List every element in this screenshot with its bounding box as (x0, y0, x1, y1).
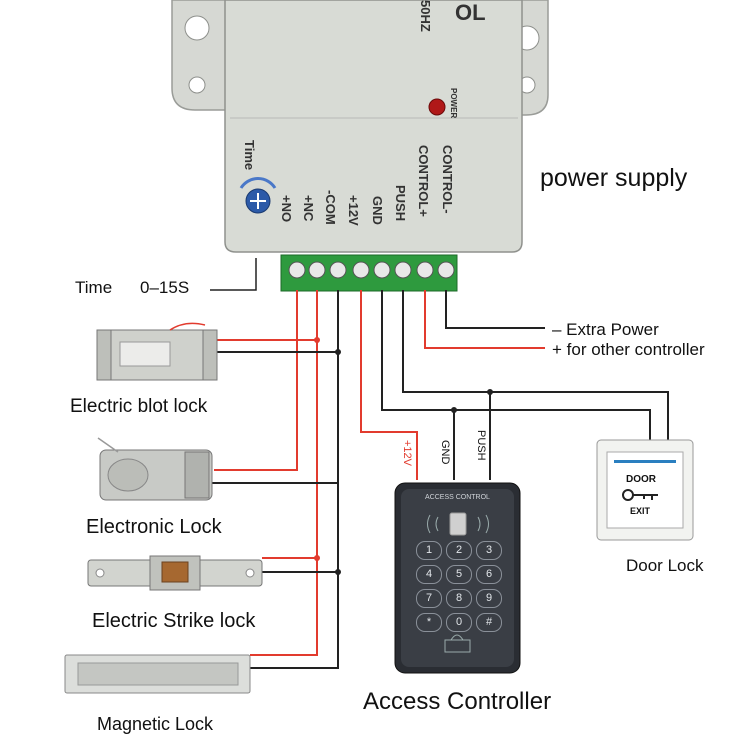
keypad-key[interactable]: 1 (416, 541, 442, 560)
electric-bolt-lock-label: Electric blot lock (70, 396, 208, 417)
time-label: Time (75, 278, 113, 297)
keypad-key[interactable]: 3 (476, 541, 502, 560)
magnetic-lock-graphic (64, 654, 251, 694)
controller-brand-text: ACCESS CONTROL (425, 494, 490, 501)
psu-model-text: OL (455, 0, 486, 25)
wire-control-plus (424, 290, 545, 349)
controller-wire-12v-label: +12V (401, 440, 413, 466)
bracket-hole (188, 76, 206, 94)
psu-body (224, 0, 523, 253)
exit-button-graphic (596, 439, 694, 541)
psu-frequency-text: 50HZ (418, 0, 433, 32)
keypad-key[interactable]: 0 (446, 613, 472, 632)
access-controller-label: Access Controller (363, 688, 552, 715)
power-supply-label: power supply (540, 164, 688, 192)
controller-wire-push-label: PUSH (475, 430, 487, 461)
door-lock-label: Door Lock (626, 556, 704, 575)
terminal-screws (288, 261, 455, 279)
wire-control-minus (445, 290, 545, 329)
power-led-label: POWER (449, 88, 458, 119)
keypad-key[interactable]: 7 (416, 589, 442, 608)
terminal-label-control-minus: CONTROL- (440, 145, 455, 214)
exit-button-door-text: DOOR (626, 474, 656, 485)
bracket-hole (184, 15, 210, 41)
wire-no (214, 290, 298, 471)
keypad-key[interactable]: 5 (446, 565, 472, 584)
controller-wire-gnd-label: GND (439, 440, 451, 465)
keypad-key[interactable]: 6 (476, 565, 502, 584)
electronic-lock-label: Electronic Lock (86, 516, 222, 538)
electric-strike-lock-label: Electric Strike lock (92, 610, 256, 632)
electric-bolt-lock-graphic (96, 322, 218, 381)
keypad-key[interactable]: 4 (416, 565, 442, 584)
wire-12v (360, 290, 418, 480)
time-range-label: 0–15S (140, 278, 190, 297)
electric-strike-lock-graphic (87, 555, 263, 591)
access-controller-graphic (394, 482, 521, 674)
power-led (428, 98, 446, 116)
wire-com (250, 290, 339, 669)
terminal-label-control-plus: CONTROL+ (416, 145, 431, 217)
wire-push (402, 290, 669, 440)
wire-nc (250, 290, 318, 656)
terminal-label-push: PUSH (393, 185, 408, 222)
controller-keypad: 1 2 3 4 5 6 7 8 9 * 0 # (416, 541, 502, 632)
exit-button-exit-text: EXIT (630, 506, 651, 516)
magnetic-lock-label: Magnetic Lock (97, 714, 214, 734)
terminal-label-nc: +NC (301, 195, 316, 222)
extra-power-plus-label: + for other controller (552, 340, 705, 359)
keypad-key[interactable]: 2 (446, 541, 472, 560)
terminal-label-no: +NO (279, 195, 294, 223)
keypad-key[interactable]: * (416, 613, 442, 632)
electronic-lock-graphic (97, 437, 213, 501)
extra-power-minus-label: – Extra Power (552, 320, 659, 339)
keypad-key[interactable]: 8 (446, 589, 472, 608)
psu-time-label: Time (242, 140, 257, 171)
terminal-label-gnd: GND (370, 196, 385, 225)
terminal-label-com: -COM (323, 190, 338, 225)
keypad-key[interactable]: # (476, 613, 502, 632)
keypad-key[interactable]: 9 (476, 589, 502, 608)
terminal-label-12v: +12V (346, 195, 361, 226)
wire-gnd (381, 290, 651, 440)
